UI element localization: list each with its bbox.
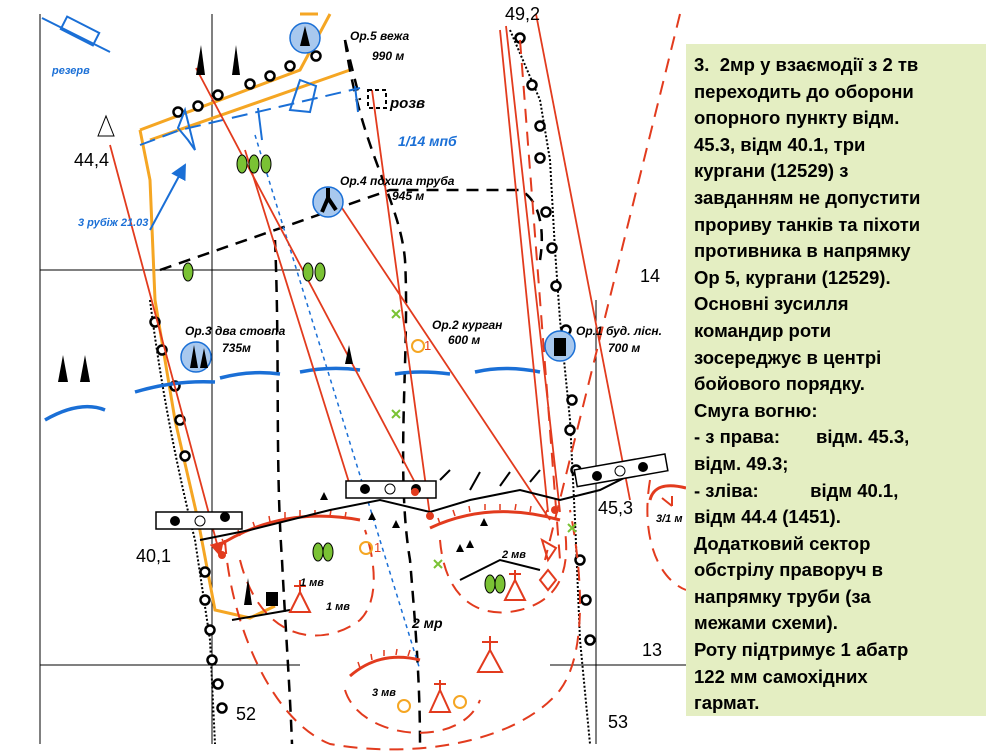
op1-title: Ор.1 буд. лісн. — [576, 324, 662, 338]
cut-label: 3/1 м — [656, 513, 683, 525]
command-symbols — [288, 496, 673, 713]
one-label-b: 1 — [374, 540, 381, 555]
road-with-circles — [149, 29, 591, 745]
op3-title: Ор.3 два стовпа — [185, 324, 286, 338]
op2-dist: 600 м — [448, 333, 480, 347]
platoon-1b-label: 1 мв — [326, 601, 350, 613]
reserve-label: резерв — [51, 65, 90, 77]
infantry-marks — [320, 492, 488, 552]
reserve-symbol — [41, 15, 111, 53]
grid-number-52: 52 — [236, 704, 256, 724]
platoon-3-label: 3 мв — [372, 687, 396, 699]
tree-symbols — [182, 154, 506, 594]
op5-title: Ор.5 вежа — [350, 29, 409, 43]
enemy-positions-blue — [139, 78, 421, 671]
op4-title: Ор.4 похила труба — [340, 174, 455, 188]
fire-lines — [109, 13, 631, 557]
elevation-44-4: 44,4 — [74, 150, 109, 170]
map-labels: 14 13 52 53 44,4 40,1 45,3 49,2 Ор.5 веж… — [51, 4, 683, 732]
landmark-icons — [190, 26, 566, 368]
mine-symbols — [391, 309, 577, 569]
op2-title: Ор.2 курган — [432, 318, 503, 332]
fire-arcs — [214, 484, 687, 678]
trenches — [199, 469, 641, 621]
description-text: 3. 2мр у взаємодії з 2 тв переходить до … — [694, 54, 921, 714]
platoon-1a-label: 1 мв — [300, 577, 324, 589]
elevation-40-1: 40,1 — [136, 546, 171, 566]
roads — [159, 39, 544, 745]
red-dots — [218, 488, 559, 559]
line-time-label: 3 рубіж 21.03 — [78, 217, 148, 229]
recon-box — [367, 89, 387, 109]
elevation-45-3: 45,3 — [598, 498, 633, 518]
op4-dist: 945 м — [392, 189, 424, 203]
grid-lines — [40, 14, 686, 744]
orange-boundary — [138, 12, 351, 620]
grid-number-53: 53 — [608, 712, 628, 732]
op5-dist: 990 м — [372, 49, 404, 63]
grid-number-13: 13 — [642, 640, 662, 660]
op3-dist: 735м — [222, 341, 251, 355]
elevation-49-2: 49,2 — [505, 4, 540, 24]
artillery-symbols — [359, 339, 467, 713]
op1-dist: 700 м — [608, 341, 640, 355]
grid-number-14: 14 — [640, 266, 660, 286]
pin-symbols — [58, 45, 353, 606]
one-label-a: 1 — [424, 338, 431, 353]
battalion-label: 1/14 мпб — [398, 133, 457, 149]
defense-areas-dashed — [224, 13, 687, 751]
recon-label: розв — [389, 95, 425, 112]
company-label: 2 мр — [411, 615, 443, 631]
description-panel: 3. 2мр у взаємодії з 2 тв переходить до … — [686, 44, 986, 716]
platoon-2-label: 2 мв — [501, 549, 526, 561]
